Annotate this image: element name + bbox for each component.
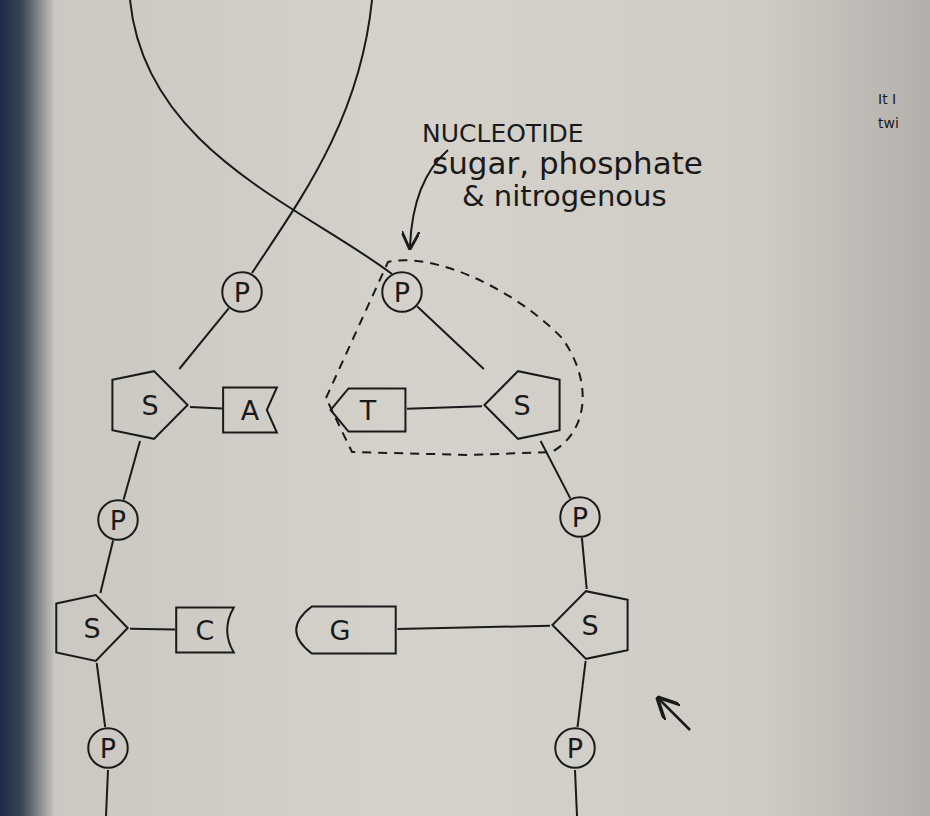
base-box: G <box>283 605 398 655</box>
sugar-pentagon: S <box>482 369 562 441</box>
phosphate-circle: P <box>554 727 596 769</box>
outline-path <box>223 387 277 432</box>
node-text: C <box>196 617 215 644</box>
outline-path <box>382 272 421 311</box>
bond-line <box>398 626 551 629</box>
base-box: C <box>175 606 235 654</box>
sugar-pentagon: S <box>110 369 190 441</box>
phosphate-circle: P <box>97 499 139 541</box>
phosphate-circle: P <box>221 271 263 313</box>
sugar-pentagon: S <box>54 593 130 663</box>
outline-path <box>296 607 395 654</box>
sugar-pentagon: S <box>550 589 630 661</box>
outline-path <box>222 272 261 311</box>
node-text: S <box>83 615 100 642</box>
outline-path <box>484 371 559 439</box>
outline-path <box>555 728 594 767</box>
bond-line <box>130 628 175 631</box>
bond-line <box>417 306 484 369</box>
node-text: P <box>567 735 583 762</box>
node-text: S <box>513 392 530 419</box>
node-text: P <box>572 504 588 531</box>
helix-strand <box>252 0 372 273</box>
node-text: A <box>241 397 259 424</box>
bond-line <box>179 308 228 369</box>
node-text: S <box>581 612 598 639</box>
annotation-text: NUCLEOTIDE <box>422 120 584 148</box>
phosphate-circle: P <box>559 496 601 538</box>
bond-line <box>190 407 222 409</box>
node-text: P <box>234 279 250 306</box>
bond-line <box>124 441 140 500</box>
annotation-text: sugar, phosphate <box>432 146 703 180</box>
node-text: S <box>141 392 158 419</box>
margin-note: It I <box>878 92 896 107</box>
bond-line <box>582 538 587 589</box>
margin-note: twi <box>878 116 899 131</box>
outline-path <box>56 595 127 661</box>
bond-line <box>541 441 571 498</box>
base-box: T <box>329 387 407 433</box>
bond-line <box>97 663 106 727</box>
phosphate-circle: P <box>87 727 129 769</box>
node-text: T <box>360 397 377 424</box>
bond-line <box>100 540 113 593</box>
node-text: P <box>100 735 116 762</box>
base-box: A <box>222 386 278 434</box>
outline-path <box>176 607 234 652</box>
annotation-text: & nitrogenous <box>462 181 667 213</box>
node-text: P <box>110 507 126 534</box>
helix-strand <box>130 0 392 274</box>
pointer-arrow <box>660 700 690 730</box>
outline-path <box>98 500 137 539</box>
strand-tail <box>106 770 108 816</box>
outline-path <box>560 497 599 536</box>
bond-line <box>407 406 482 408</box>
outline-path <box>112 371 187 439</box>
outline-path <box>552 591 627 659</box>
bond-line <box>578 661 586 727</box>
node-text: P <box>394 279 410 306</box>
outline-path <box>331 388 406 431</box>
strand-tail <box>575 770 577 816</box>
nucleotide-outline <box>326 260 583 455</box>
outline-path <box>88 728 127 767</box>
node-text: G <box>330 617 351 644</box>
phosphate-circle: P <box>381 271 423 313</box>
